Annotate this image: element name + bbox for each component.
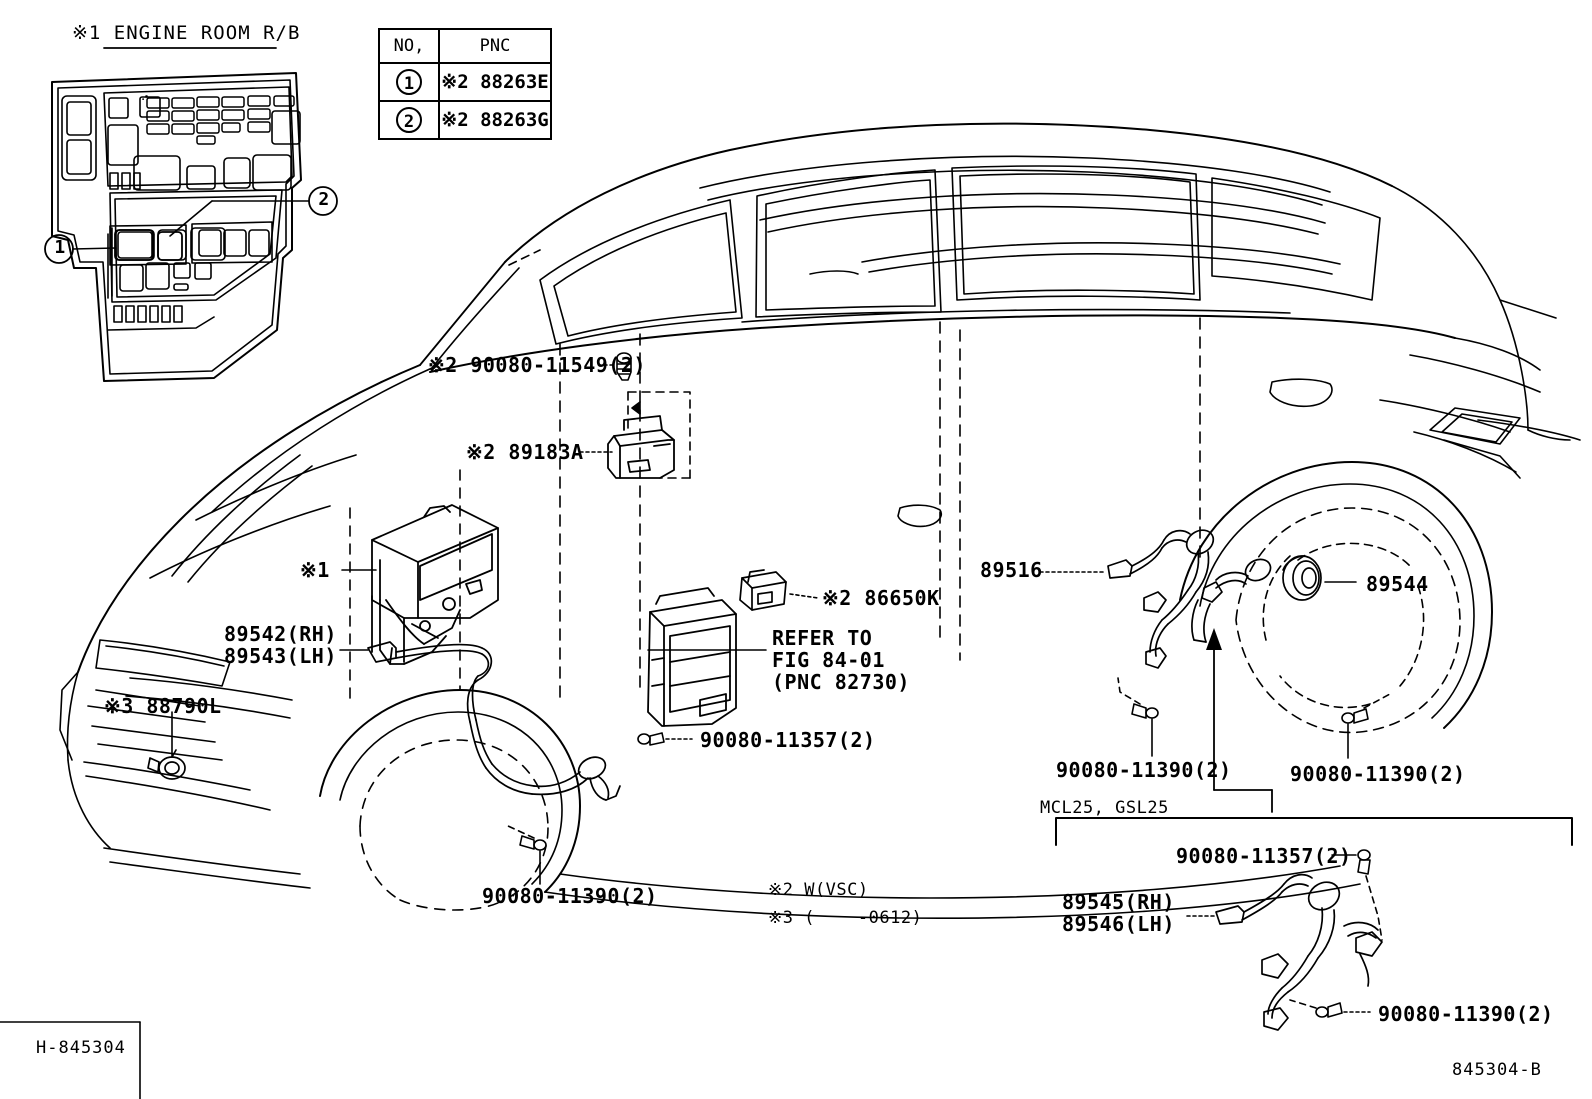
footer-right-code: 845304-B (1452, 1060, 1542, 1080)
label-horn-88790l: ※3 88790L (104, 694, 222, 718)
label-bolt-90080-11390-rearleft: 90080-11390(2) (1056, 758, 1232, 782)
table-header-row: NO, PNC (378, 28, 552, 64)
inset-label-bolt-90080-11357: 90080-11357(2) (1176, 844, 1352, 868)
table-row: 2 ※2 88263G (378, 100, 552, 140)
inset-callout-1: 1 (54, 237, 66, 258)
inset-rear-title: MCL25, GSL25 (1040, 798, 1169, 818)
inset-fusebox-title: ※1 ENGINE ROOM R/B (72, 22, 301, 44)
label-bolt-90080-11549: ※2 90080-11549(2) (428, 353, 646, 377)
pnc-table: NO, PNC 1 ※2 88263E 2 ※2 88263G (378, 28, 552, 140)
label-89543-lh: 89543(LH) (224, 644, 337, 668)
label-bolt-90080-11390-rearright: 90080-11390(2) (1290, 762, 1466, 786)
label-refer-line2: FIG 84-01 (772, 648, 885, 672)
table-header-pnc: PNC (438, 28, 552, 64)
label-bolt-90080-11357-center: 90080-11357(2) (700, 728, 876, 752)
table-cell-pnc: ※2 88263G (438, 100, 552, 140)
inset-callout-2: 2 (318, 189, 330, 210)
inset-label-89545-rh: 89545(RH) (1062, 890, 1175, 914)
label-refer-line3: (PNC 82730) (772, 670, 910, 694)
label-sensor-89183a: ※2 89183A (466, 440, 584, 464)
label-actuator-ref-1: ※1 (300, 558, 330, 582)
note-2-vsc: ※2 W(VSC) (768, 880, 869, 900)
label-bolt-90080-11390-frontleft: 90080-11390(2) (482, 884, 658, 908)
inset-label-89546-lh: 89546(LH) (1062, 912, 1175, 936)
table-header-no: NO, (378, 28, 440, 64)
table-cell-no: 1 (378, 62, 440, 102)
table-cell-no: 2 (378, 100, 440, 140)
label-relay-86650k: ※2 86650K (822, 586, 940, 610)
table-cell-pnc: ※2 88263E (438, 62, 552, 102)
inset-label-bolt-90080-11390: 90080-11390(2) (1378, 1002, 1554, 1026)
label-refer-line1: REFER TO (772, 626, 873, 650)
label-89542-rh: 89542(RH) (224, 622, 337, 646)
table-row: 1 ※2 88263E (378, 62, 552, 102)
callout-badge-1: 1 (396, 69, 422, 95)
note-3-date: ※3 ( -0612) (768, 908, 923, 928)
label-rotor-89544: 89544 (1366, 572, 1429, 596)
callout-badge-2: 2 (396, 107, 422, 133)
label-sensor-89516: 89516 (980, 558, 1043, 582)
footer-left-code: H-845304 (36, 1038, 126, 1058)
